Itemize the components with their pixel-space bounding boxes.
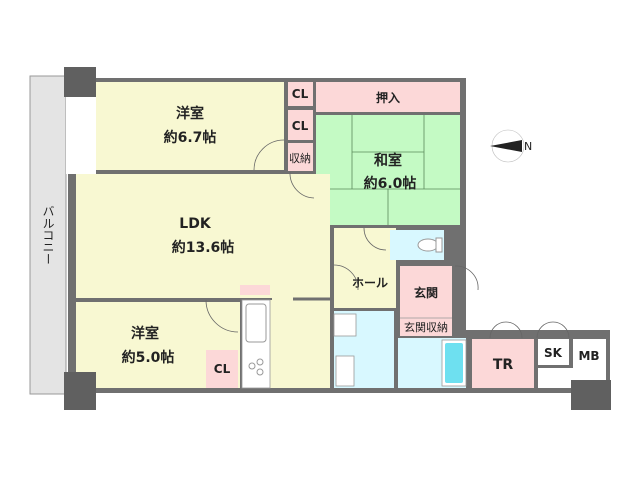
- room-washitsu: [316, 115, 460, 225]
- oshiire: [316, 82, 460, 112]
- toilet: [390, 230, 444, 260]
- ldk-area: [76, 174, 330, 298]
- pillar: [571, 380, 611, 410]
- room-western-2-name: 洋室: [131, 325, 159, 342]
- closet-2: [288, 110, 313, 140]
- room-western-2-size: 約5.0帖: [122, 349, 175, 366]
- closet-3-label: CL: [214, 362, 231, 376]
- storage-label: 収納: [289, 152, 311, 165]
- room-western-1: [96, 82, 284, 170]
- room-western-1-name: 洋室: [176, 105, 204, 122]
- pillar: [64, 67, 96, 97]
- room-washitsu-name: 和室: [374, 152, 402, 169]
- balcony: [29, 75, 67, 395]
- closet-3: [206, 350, 238, 388]
- trunk-room-label: TR: [493, 357, 514, 373]
- closet-2-label: CL: [292, 119, 309, 133]
- pillar: [64, 372, 96, 410]
- mb-area: [573, 339, 606, 379]
- hall: [334, 228, 396, 308]
- oshiire-label: 押入: [376, 90, 400, 105]
- room-ldk-name: LDK: [179, 216, 212, 232]
- balcony-label: バルコニー: [41, 205, 55, 265]
- bathroom: [398, 338, 467, 388]
- mb-label: MB: [578, 349, 599, 363]
- ldk-kitchen-area: [272, 298, 330, 388]
- kitchen-counter: [240, 285, 271, 389]
- genkan: [400, 266, 452, 336]
- trunk-room: [472, 339, 534, 388]
- sk-label: SK: [544, 346, 563, 360]
- compass-icon: N: [490, 129, 532, 163]
- room-ldk-size: 約13.6帖: [172, 239, 235, 256]
- sk-space: [538, 339, 569, 365]
- room-washitsu-size: 約6.0帖: [364, 175, 417, 192]
- doors: [205, 139, 570, 339]
- storage: [288, 143, 313, 171]
- washroom: [333, 311, 394, 388]
- closet-1: [288, 82, 313, 106]
- room-western-1-size: 約6.7帖: [164, 129, 217, 146]
- hall-label: ホール: [352, 276, 388, 290]
- compass-label: N: [524, 140, 532, 153]
- closet-1-label: CL: [292, 87, 309, 101]
- genkan-storage-label: 玄関収納: [404, 320, 448, 334]
- genkan-label: 玄関: [414, 285, 438, 300]
